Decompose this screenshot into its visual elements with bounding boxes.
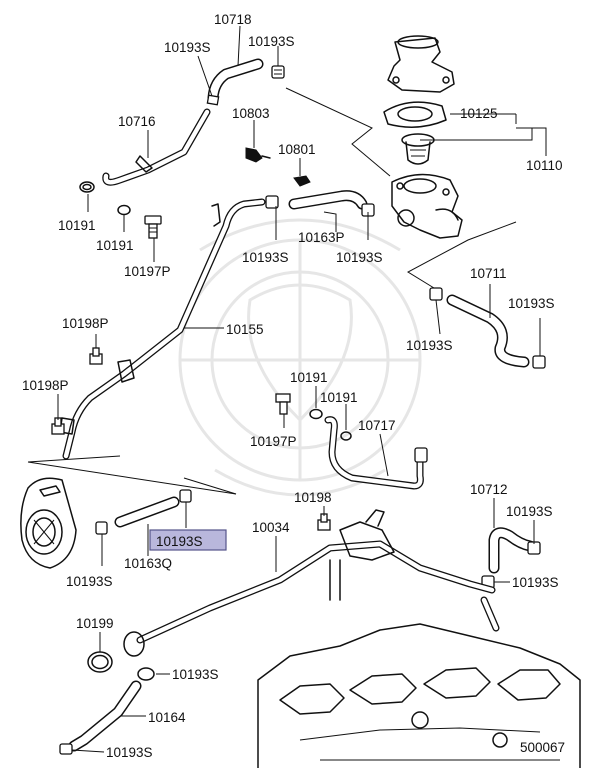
label-10198[interactable]: 10198 [294, 490, 332, 505]
label-10197p-b[interactable]: 10197P [250, 434, 297, 449]
label-10193s-lower[interactable]: 10193S [172, 667, 219, 682]
label-10193s-712-bottom[interactable]: 10193S [512, 575, 559, 590]
label-10191-a[interactable]: 10191 [58, 218, 96, 233]
label-10191-c[interactable]: 10191 [290, 370, 328, 385]
watermark-emblem [178, 218, 422, 497]
label-10193s-cooler[interactable]: 10193S [66, 574, 113, 589]
hose-10163q [114, 496, 180, 528]
label-10125[interactable]: 10125 [460, 106, 498, 121]
part-labels: 10718 10193S 10193S 10716 10803 10125 10… [22, 12, 565, 760]
label-10193s-highlight[interactable]: 10193S [156, 534, 203, 549]
label-10193s-mid-right[interactable]: 10193S [336, 250, 383, 265]
label-highlight [149, 529, 227, 551]
o-ring-10191-a [79, 181, 95, 193]
bolt-10198p-a [89, 347, 103, 365]
o-ring-10191-c [309, 408, 323, 420]
label-10163q[interactable]: 10163Q [124, 556, 172, 571]
water-pipe-10034 [123, 509, 500, 657]
diagram-code: 500067 [520, 740, 565, 755]
gasket-10199 [87, 651, 113, 673]
label-10197p-a[interactable]: 10197P [124, 264, 171, 279]
label-10110[interactable]: 10110 [526, 158, 563, 173]
hose-10718 [207, 58, 264, 104]
label-10034[interactable]: 10034 [252, 520, 290, 535]
label-10193s-mid-left[interactable]: 10193S [242, 250, 289, 265]
clamp-163q-right [179, 489, 192, 503]
hose-10712 [488, 527, 536, 574]
label-10718[interactable]: 10718 [214, 12, 252, 27]
sensor-10801 [293, 175, 311, 187]
label-10163p[interactable]: 10163P [298, 230, 345, 245]
leader-lines [57, 25, 547, 753]
label-10193s-712-top[interactable]: 10193S [506, 504, 553, 519]
clamp-711-left [429, 287, 443, 301]
label-10199[interactable]: 10199 [76, 616, 114, 631]
hose-10164 [68, 680, 142, 752]
label-10193s-711-left[interactable]: 10193S [406, 338, 453, 353]
label-10717[interactable]: 10717 [358, 418, 396, 433]
thermostat-gasket [383, 101, 447, 128]
bolt-10197p-a [144, 215, 162, 239]
oil-cooler [20, 477, 77, 569]
label-10164[interactable]: 10164 [148, 710, 186, 725]
clamp-163p-left [265, 195, 279, 209]
label-10712[interactable]: 10712 [470, 482, 508, 497]
label-10193s-top-right[interactable]: 10193S [248, 34, 295, 49]
label-10193s-top-left[interactable]: 10193S [164, 40, 211, 55]
water-outlet-fitting [387, 35, 455, 93]
label-10803[interactable]: 10803 [232, 106, 270, 121]
label-10191-b[interactable]: 10191 [96, 238, 134, 253]
hose-10711 [446, 294, 530, 368]
label-10716[interactable]: 10716 [118, 114, 156, 129]
pipe-10717 [324, 416, 428, 490]
label-10191-d[interactable]: 10191 [320, 390, 358, 405]
label-10711[interactable]: 10711 [470, 266, 507, 281]
clamp-bottom [59, 743, 73, 755]
label-10193s-711-right[interactable]: 10193S [508, 296, 555, 311]
thermostat [401, 133, 435, 165]
label-10155[interactable]: 10155 [226, 322, 264, 337]
engine-block [257, 623, 581, 768]
clamp-711-right [532, 355, 546, 369]
hose-10163p [288, 190, 368, 210]
o-ring-10191-b [117, 204, 131, 216]
label-10801[interactable]: 10801 [278, 142, 316, 157]
bolt-10198 [317, 513, 331, 531]
clamp-top-right [271, 65, 285, 79]
label-10198p-b[interactable]: 10198P [22, 378, 69, 393]
clamp-163q-left [95, 521, 108, 535]
bolt-10197p-b [275, 393, 291, 415]
pipe-10716 [102, 108, 211, 186]
label-10193s-bottom[interactable]: 10193S [106, 745, 153, 760]
clamp-lower [137, 667, 155, 681]
o-ring-10191-d [340, 431, 352, 441]
guide-lines [27, 87, 517, 495]
sensor-10803 [245, 147, 271, 163]
label-10198p-a[interactable]: 10198P [62, 316, 109, 331]
water-inlet-housing [391, 173, 463, 239]
clamp-top-left [206, 94, 220, 106]
